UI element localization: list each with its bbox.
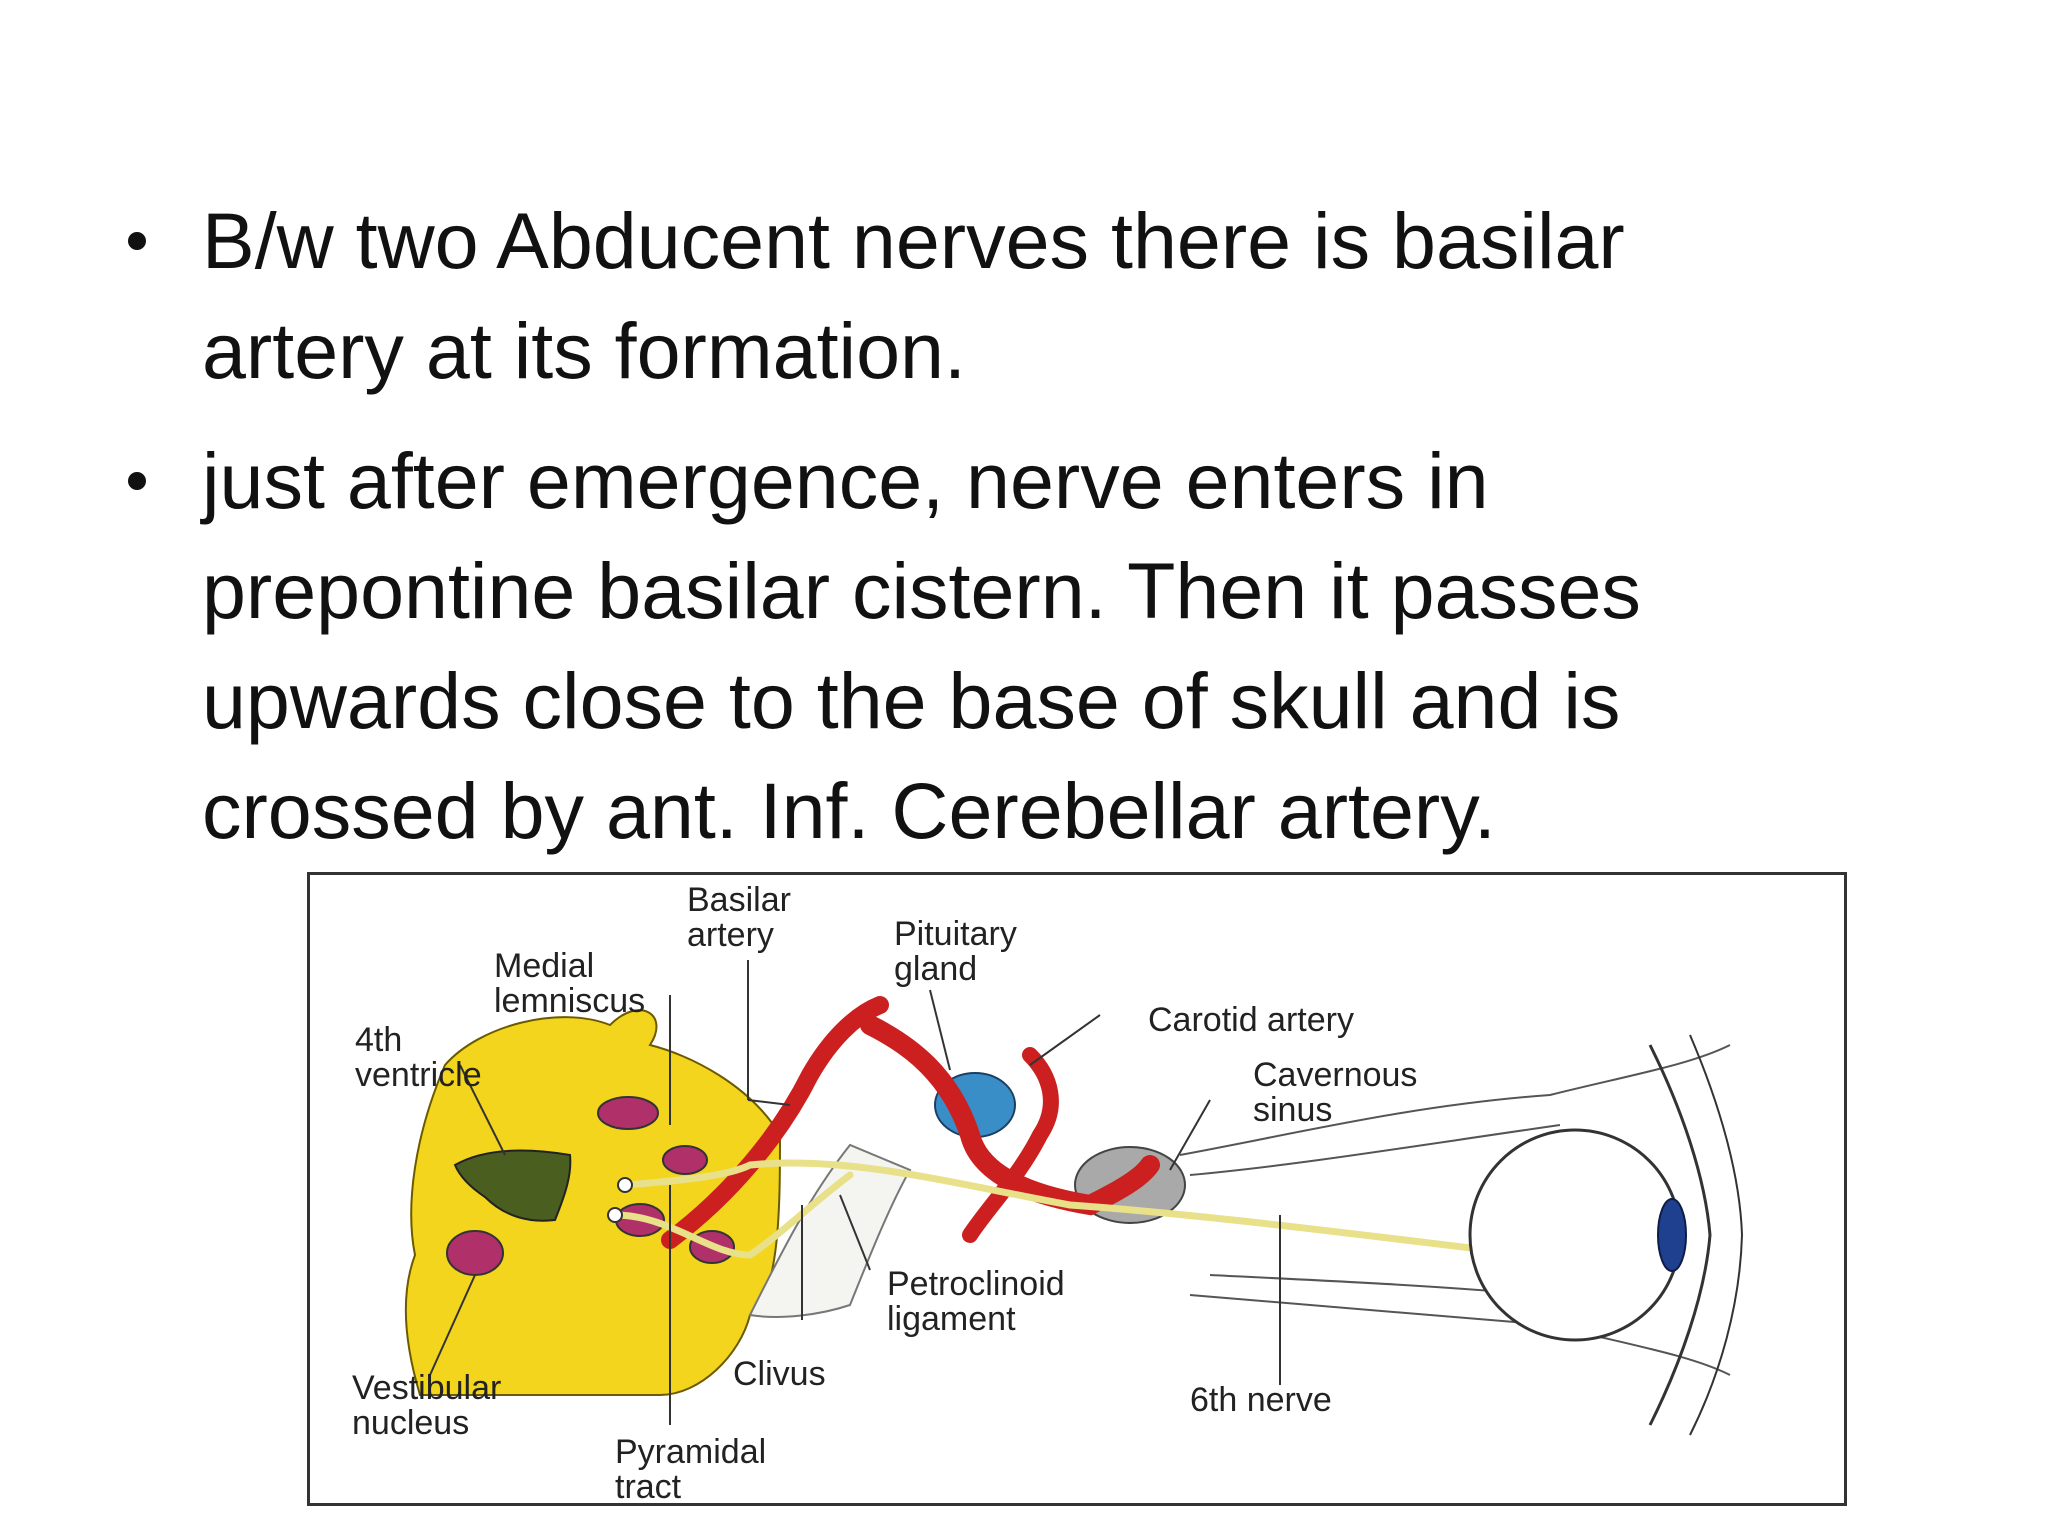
label-carotid-artery: Carotid artery [1148,1001,1354,1039]
label-cavernous-sinus: Cavernous sinus [1253,1056,1418,1129]
bullet-text: B/w two Abducent nerves there is basilar… [202,196,1625,395]
label-pituitary-gland: Pituitary gland [894,915,1017,988]
carotid-artery-shape [860,1015,1160,1216]
anatomy-illustration [404,960,1744,1436]
artery-branch-shape [962,1047,1059,1243]
leader-line [1169,1099,1211,1171]
sixth-nerve-shape [621,1159,1534,1259]
label-vestibular-nucleus: Vestibular nucleus [352,1369,502,1442]
bullet-text: just after emergence, nerve enters in pr… [202,436,1641,855]
bullet-dot-icon [128,472,146,490]
leader-line [747,1099,791,1106]
eyelid-shape [1648,1044,1712,1426]
orbit-roof-shape [1189,1124,1561,1176]
label-petroclinoid-ligament: Petroclinoid ligament [887,1265,1065,1338]
label-basilar-artery: Basilar artery [687,881,791,954]
label-pyramidal-tract: Pyramidal tract [615,1433,767,1506]
leader-line [429,1274,476,1376]
bullet-dot-icon [128,232,146,250]
leader-line [839,1194,871,1271]
nucleus-shape [662,1145,708,1175]
orbit-roof-shape [1179,1044,1731,1156]
leader-line [459,1064,506,1156]
iris-shape [1657,1198,1687,1272]
nucleus-shape [597,1096,659,1130]
label-clivus: Clivus [733,1355,826,1393]
bullet-list: B/w two Abducent nerves there is basilar… [120,186,1760,886]
sixth-nerve-shape [611,1171,854,1259]
anatomy-figure: Basilar artery Pituitary gland Medial le… [307,872,1847,1506]
bullet-item: just after emergence, nerve enters in pr… [120,426,1760,866]
clivus-shape [748,1143,912,1318]
basilar-artery-shape [661,996,889,1249]
label-4th-ventricle: 4th ventricle [355,1021,482,1094]
leader-line [929,989,951,1071]
leader-line [1029,1014,1101,1066]
bullet-item: B/w two Abducent nerves there is basilar… [120,186,1760,406]
fourth-ventricle-shape [453,1149,572,1222]
eyelid-shape [1689,1034,1744,1436]
label-medial-lemniscus: Medial lemniscus [494,947,646,1020]
label-6th-nerve: 6th nerve [1190,1381,1332,1419]
brainstem-shape [404,1009,782,1396]
eyeball-shape [1468,1128,1682,1342]
nucleus-shape [446,1230,504,1276]
